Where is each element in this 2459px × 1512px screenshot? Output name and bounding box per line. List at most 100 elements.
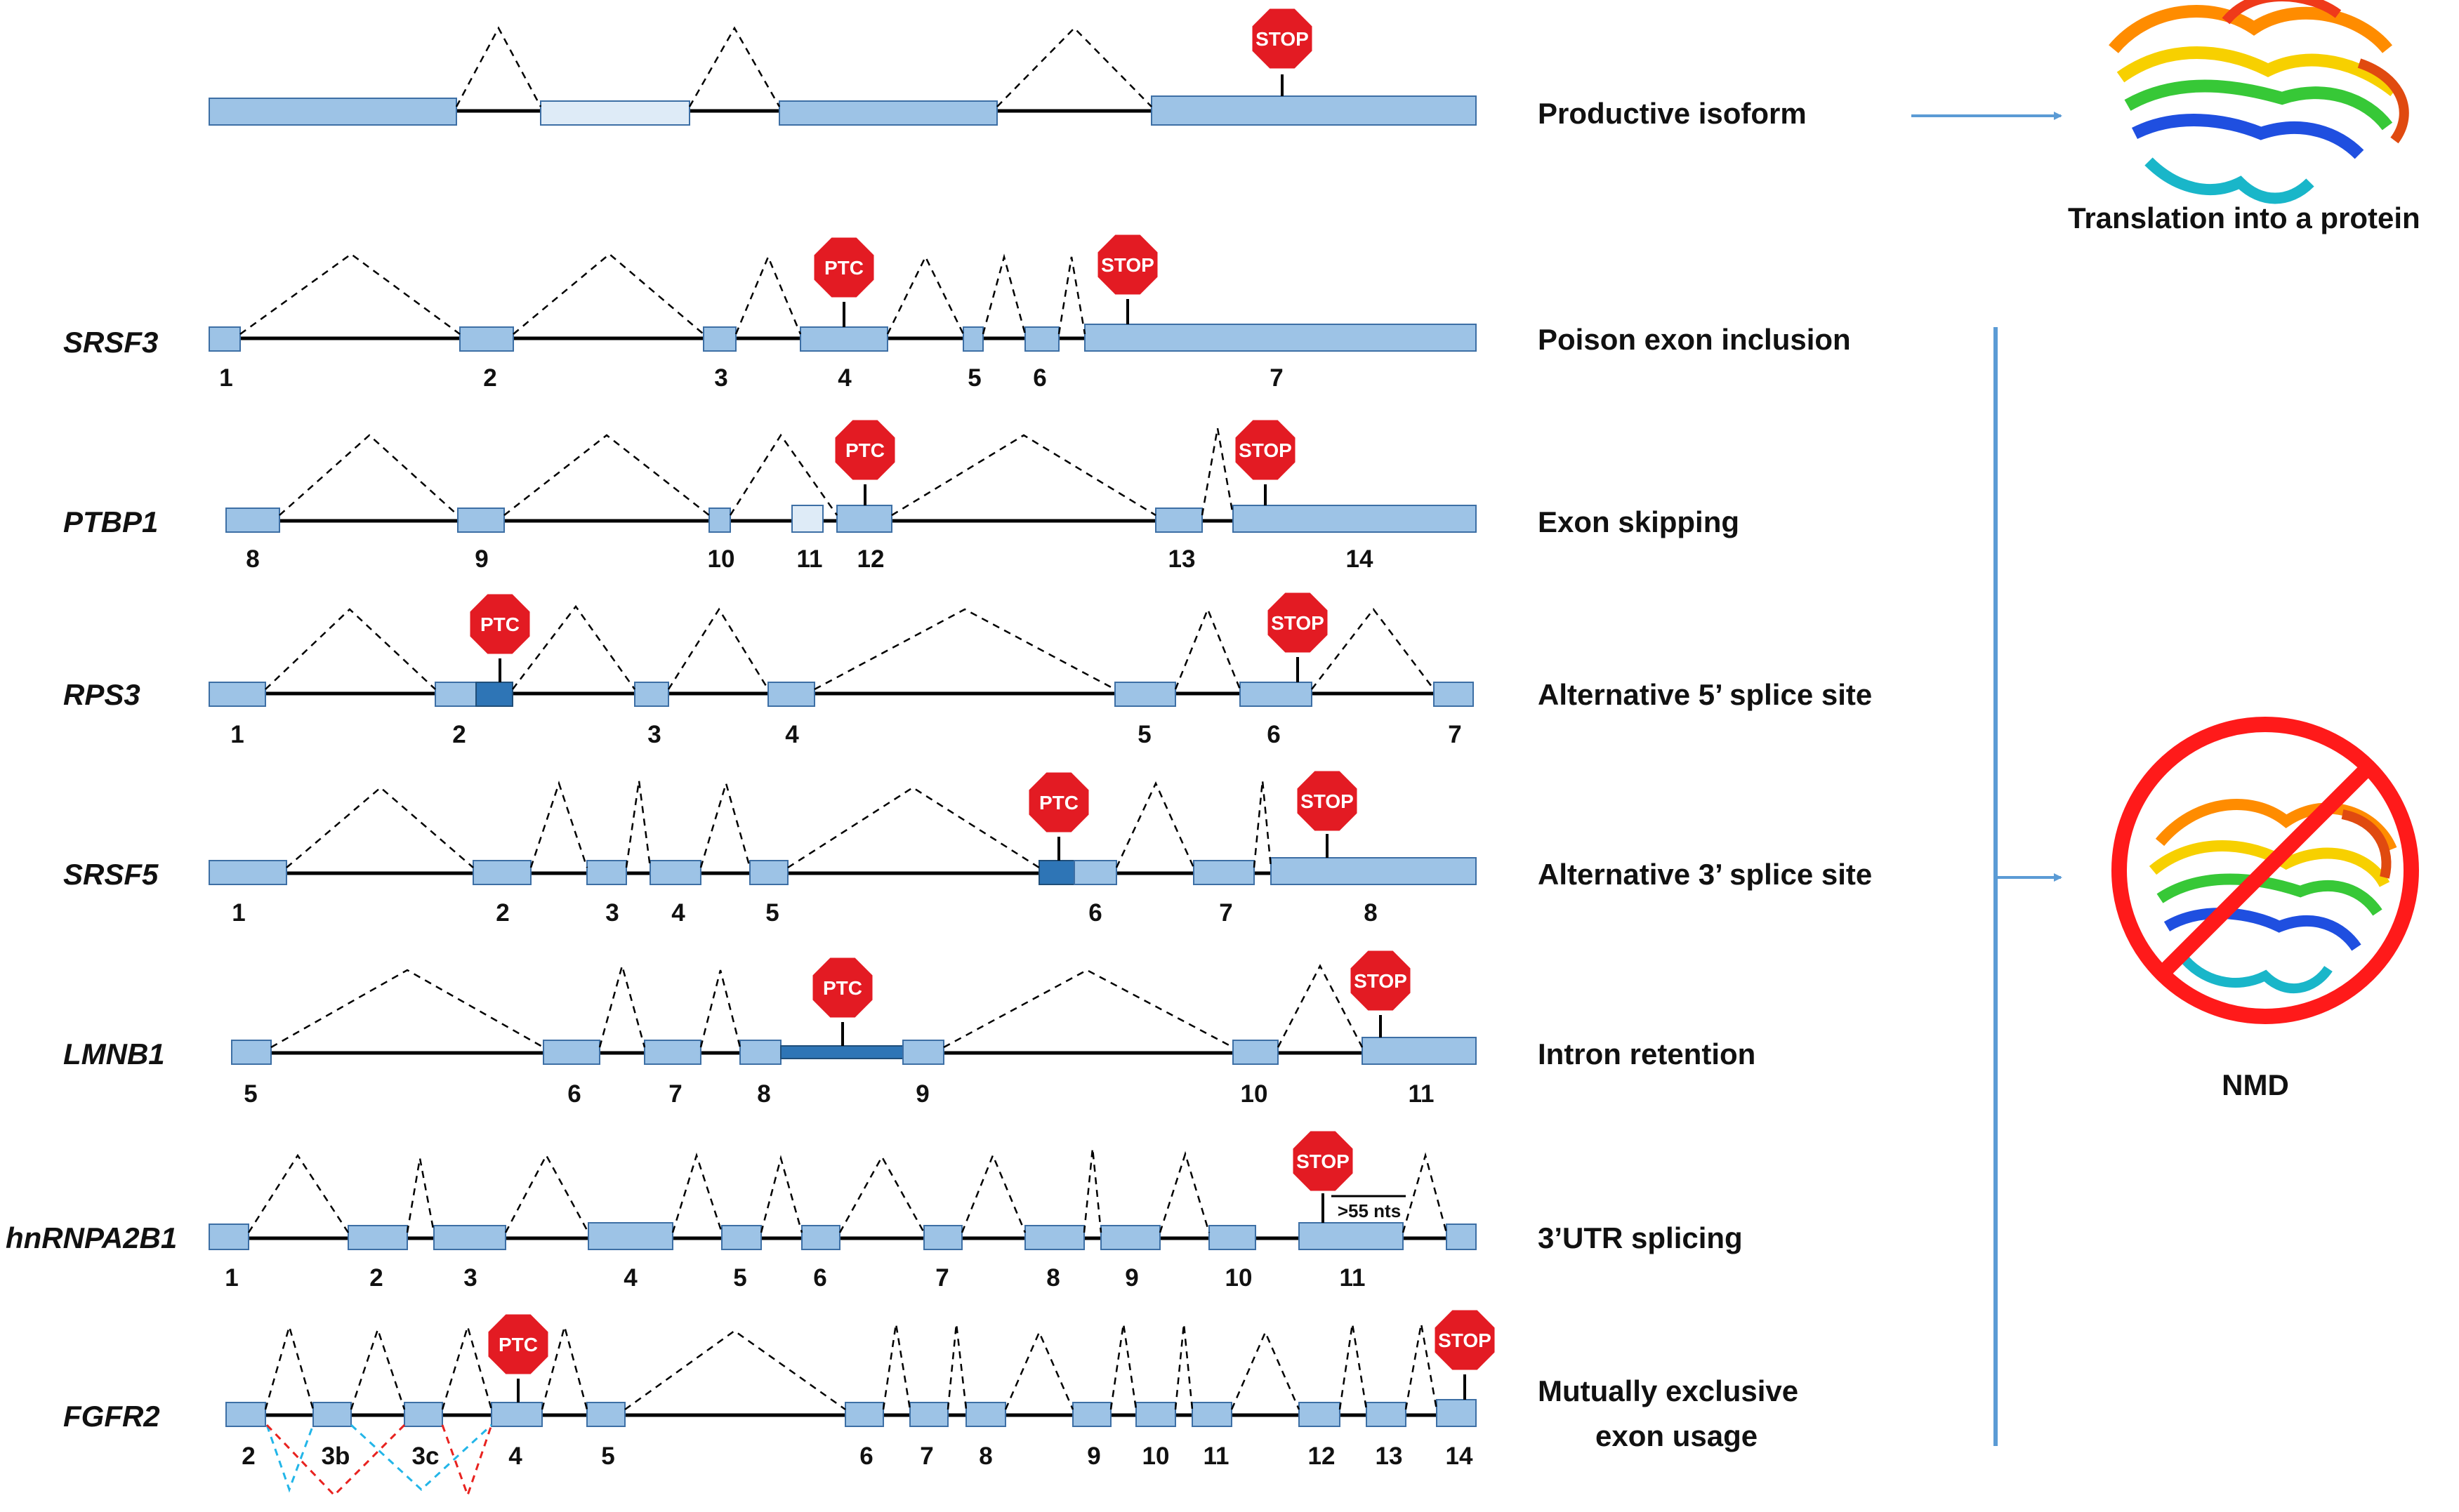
exon: [801, 1225, 840, 1250]
exon-number: 8: [1046, 1264, 1060, 1292]
splice-junction: [688, 26, 781, 107]
splice-junction: [667, 607, 770, 690]
ptc-sign-label: PTC: [1039, 792, 1079, 814]
ptc-sign-icon: [486, 1312, 551, 1377]
prohibited-slash: [2156, 762, 2374, 979]
gene-name: SRSF3: [63, 326, 158, 359]
exon-last: [1084, 324, 1477, 352]
splice-junction: [350, 1327, 406, 1410]
splice-junction: [943, 969, 1234, 1049]
exon-number: 6: [567, 1080, 581, 1108]
exon: [435, 682, 477, 707]
exon: [1024, 326, 1060, 352]
splice-junction: [264, 1323, 315, 1410]
exon: [1433, 682, 1474, 707]
exon-number: 1: [219, 364, 232, 392]
exon-number: 11: [1340, 1264, 1366, 1292]
exon-number: 12: [1308, 1443, 1336, 1470]
exon-alternative: [540, 100, 690, 126]
splice-junction: [1057, 256, 1086, 335]
ptc-sign-label: PTC: [824, 257, 864, 279]
exon-number: 4: [508, 1443, 522, 1470]
exon-number: 13: [1376, 1443, 1403, 1470]
exon-last: [1151, 95, 1477, 126]
event-label: Alternative 5’ splice site: [1538, 678, 1872, 711]
ptc-sign-icon: [812, 235, 876, 300]
exon: [1232, 1040, 1279, 1065]
splice-junction: [503, 434, 710, 516]
exon: [836, 505, 892, 533]
exon: [473, 860, 532, 885]
exon: [1298, 1402, 1340, 1427]
exon: [586, 1402, 626, 1427]
splice-junction: [1201, 427, 1234, 516]
splice-junction: [279, 434, 459, 516]
exon-number: 11: [1204, 1443, 1230, 1470]
exon-number: 6: [1033, 364, 1046, 392]
exon-poison: [800, 326, 888, 352]
exon-skipped: [791, 505, 824, 533]
exon-number: 3c: [412, 1443, 440, 1470]
ptc-sign-icon: [833, 418, 897, 482]
stop-sign-label: STOP: [1101, 254, 1154, 276]
gene-row-srsf3: PTC STOP SRSF3 Poison exon inclusion 1 2…: [63, 232, 1851, 392]
exon-number: 5: [244, 1080, 257, 1108]
splice-junction: [504, 1153, 590, 1233]
splice-junction: [1230, 1329, 1300, 1410]
exon: [1072, 1402, 1112, 1427]
exon: [739, 1040, 782, 1065]
exon: [779, 100, 998, 126]
exon-number: 4: [838, 364, 852, 392]
exon: [1114, 682, 1176, 707]
splice-junction: [1115, 781, 1195, 868]
splice-junction: [512, 604, 636, 690]
splice-junction: [838, 1155, 925, 1233]
ptc-sign-label: PTC: [480, 614, 520, 635]
gene-row-hnrnpa2b1: STOP >55 nts hnRNPA2B1 3’UTR splicing 1 …: [6, 1129, 1743, 1292]
exon: [543, 1040, 600, 1065]
splice-junction: [1253, 780, 1272, 868]
splice-junction: [1083, 1148, 1102, 1233]
exon-alt-3ss: [1039, 860, 1075, 885]
length-annotation: >55 nts: [1338, 1200, 1401, 1221]
exon-number: 3: [647, 721, 661, 748]
exon-number: 3: [714, 364, 727, 392]
protein-ribbon-icon: [2109, 0, 2409, 204]
ptc-sign-icon: [468, 592, 532, 656]
splice-junction: [406, 1158, 435, 1233]
exon: [1155, 508, 1203, 533]
event-label-line2: exon usage: [1595, 1419, 1758, 1452]
stop-sign-icon: [1291, 1129, 1355, 1193]
exon-number: 2: [483, 364, 496, 392]
splice-junction-3b-inclusion: [350, 1424, 493, 1492]
exon: [963, 326, 984, 352]
productive-isoform-label: Productive isoform: [1538, 97, 1807, 130]
splice-junction: [699, 969, 741, 1048]
exon: [703, 326, 737, 352]
gene-row-ptbp1: PTC STOP PTBP1 Exon skipping 8 9 10 11 1…: [63, 418, 1739, 573]
splice-junction: [699, 780, 751, 868]
stop-sign-label: STOP: [1300, 790, 1354, 812]
exon: [1100, 1225, 1161, 1250]
exon-3b: [312, 1402, 352, 1427]
exon: [644, 1040, 701, 1065]
exon: [721, 1225, 762, 1250]
exon-number: 7: [920, 1443, 933, 1470]
exon-number: 11: [797, 545, 823, 573]
exon-number: 5: [733, 1264, 746, 1292]
exon: [1135, 1402, 1176, 1427]
exon-number: 2: [242, 1443, 255, 1470]
ptc-sign-label: PTC: [823, 977, 862, 999]
exon: [225, 508, 280, 533]
nmd-label: NMD: [2222, 1068, 2289, 1101]
exon: [650, 860, 701, 885]
prohibited-circle: [2111, 717, 2419, 1024]
exon-number: 8: [1364, 899, 1377, 927]
stop-sign-label: STOP: [1438, 1329, 1491, 1351]
exon: [1193, 860, 1255, 885]
splice-junction: [1159, 1150, 1211, 1233]
exon: [767, 682, 815, 707]
exon-number: 7: [1448, 721, 1461, 748]
exon-number: 11: [1409, 1080, 1435, 1108]
